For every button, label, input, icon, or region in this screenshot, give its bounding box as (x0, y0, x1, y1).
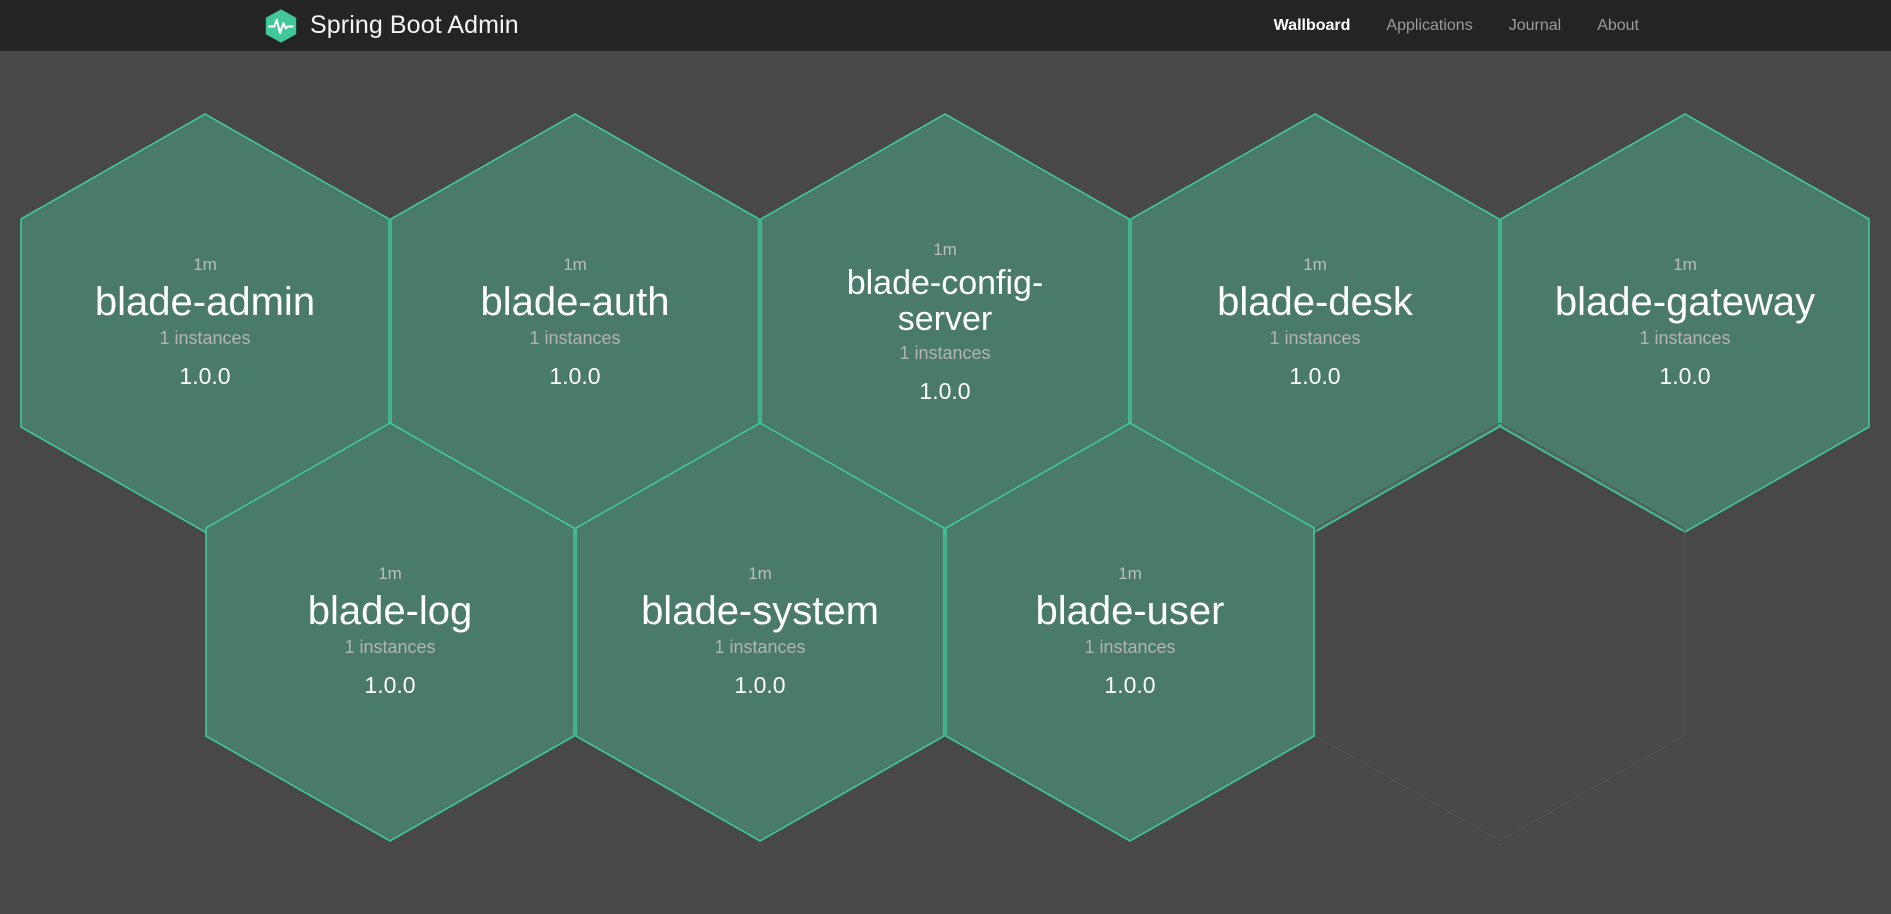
application-version: 1.0.0 (549, 363, 601, 390)
application-hexagon[interactable]: 1m blade-desk 1 instances 1.0.0 (1130, 113, 1500, 533)
uptime-status: 1m (1118, 563, 1142, 583)
application-version: 1.0.0 (1289, 363, 1341, 390)
wallboard-panel: 1m blade-admin 1 instances 1.0.0 1m blade-aut… (0, 51, 1891, 914)
nav-item-wallboard[interactable]: Wallboard (1273, 16, 1351, 34)
nav-item-applications[interactable]: Applications (1386, 16, 1473, 34)
instance-count: 1 instances (1639, 327, 1731, 348)
application-name: blade-config-server (846, 264, 1044, 338)
application-hexagon[interactable]: 1m blade-auth 1 instances 1.0.0 (390, 113, 760, 533)
instance-count: 1 instances (1269, 327, 1361, 348)
application-name: blade-auth (480, 279, 670, 324)
hexagon-content: 1m blade-gateway 1 instances 1.0.0 (1500, 113, 1870, 533)
hexagon-shape-icon (1130, 113, 1500, 533)
hexagon-content: 1m blade-user 1 instances 1.0.0 (945, 422, 1315, 842)
hexagon-content: 1m blade-admin 1 instances 1.0.0 (20, 113, 390, 533)
nav-item-journal[interactable]: Journal (1508, 16, 1562, 34)
application-version: 1.0.0 (364, 672, 416, 699)
application-version: 1.0.0 (919, 378, 971, 405)
application-hexagon[interactable]: 1m blade-system 1 instances 1.0.0 (575, 422, 945, 842)
hexagon-shape-icon (20, 113, 390, 533)
hexagon-shape-icon (1500, 113, 1870, 533)
nav-item-about[interactable]: About (1597, 16, 1639, 34)
hexagon-shape-icon (760, 113, 1130, 533)
uptime-status: 1m (1673, 254, 1697, 274)
uptime-status: 1m (563, 254, 587, 274)
application-version: 1.0.0 (1104, 672, 1156, 699)
application-name: blade-admin (94, 279, 316, 324)
uptime-status: 1m (748, 563, 772, 583)
application-version: 1.0.0 (734, 672, 786, 699)
heartbeat-hexagon-logo-icon (262, 7, 300, 45)
application-hexagon[interactable]: 1m blade-gateway 1 instances 1.0.0 (1500, 113, 1870, 533)
hexagon-shape-icon (575, 422, 945, 842)
application-name: blade-system (641, 588, 879, 633)
uptime-status: 1m (933, 240, 957, 260)
application-name: blade-desk (1217, 279, 1413, 324)
hexagon-content: 1m blade-config-server 1 instances 1.0.0 (760, 113, 1130, 533)
instance-count: 1 instances (1084, 636, 1176, 657)
hexagon-shape-icon (945, 422, 1315, 842)
application-hexagon[interactable]: 1m blade-admin 1 instances 1.0.0 (20, 113, 390, 533)
uptime-status: 1m (193, 254, 217, 274)
application-hexagon[interactable]: 1m blade-config-server 1 instances 1.0.0 (760, 113, 1130, 533)
uptime-status: 1m (1303, 254, 1327, 274)
application-name: blade-gateway (1554, 279, 1816, 324)
instance-count: 1 instances (714, 636, 806, 657)
main-navigation: Wallboard Applications Journal About (1274, 17, 1639, 35)
application-hexagon[interactable]: 1m blade-log 1 instances 1.0.0 (205, 422, 575, 842)
hexagon-content: 1m blade-desk 1 instances 1.0.0 (1130, 113, 1500, 533)
hexagon-placeholder (1315, 422, 1685, 842)
application-name: blade-log (307, 588, 473, 633)
instance-count: 1 instances (159, 327, 251, 348)
hexagon-content: 1m blade-system 1 instances 1.0.0 (575, 422, 945, 842)
hexagon-shape-icon (205, 422, 575, 842)
top-navbar: Spring Boot Admin Wallboard Applications… (0, 0, 1891, 51)
application-version: 1.0.0 (1659, 363, 1711, 390)
hexagon-content: 1m blade-log 1 instances 1.0.0 (205, 422, 575, 842)
hexagon-shape-icon (1315, 422, 1685, 842)
hexagon-content: 1m blade-auth 1 instances 1.0.0 (390, 113, 760, 533)
application-name: blade-user (1035, 588, 1225, 633)
application-hexagon[interactable]: 1m blade-user 1 instances 1.0.0 (945, 422, 1315, 842)
instance-count: 1 instances (899, 342, 991, 363)
hexagon-grid: 1m blade-admin 1 instances 1.0.0 1m blade-aut… (0, 51, 1891, 914)
application-version: 1.0.0 (179, 363, 231, 390)
hexagon-shape-icon (390, 113, 760, 533)
instance-count: 1 instances (529, 327, 621, 348)
uptime-status: 1m (378, 563, 402, 583)
instance-count: 1 instances (344, 636, 436, 657)
brand-title: Spring Boot Admin (310, 11, 519, 39)
brand-link[interactable]: Spring Boot Admin (262, 7, 519, 45)
